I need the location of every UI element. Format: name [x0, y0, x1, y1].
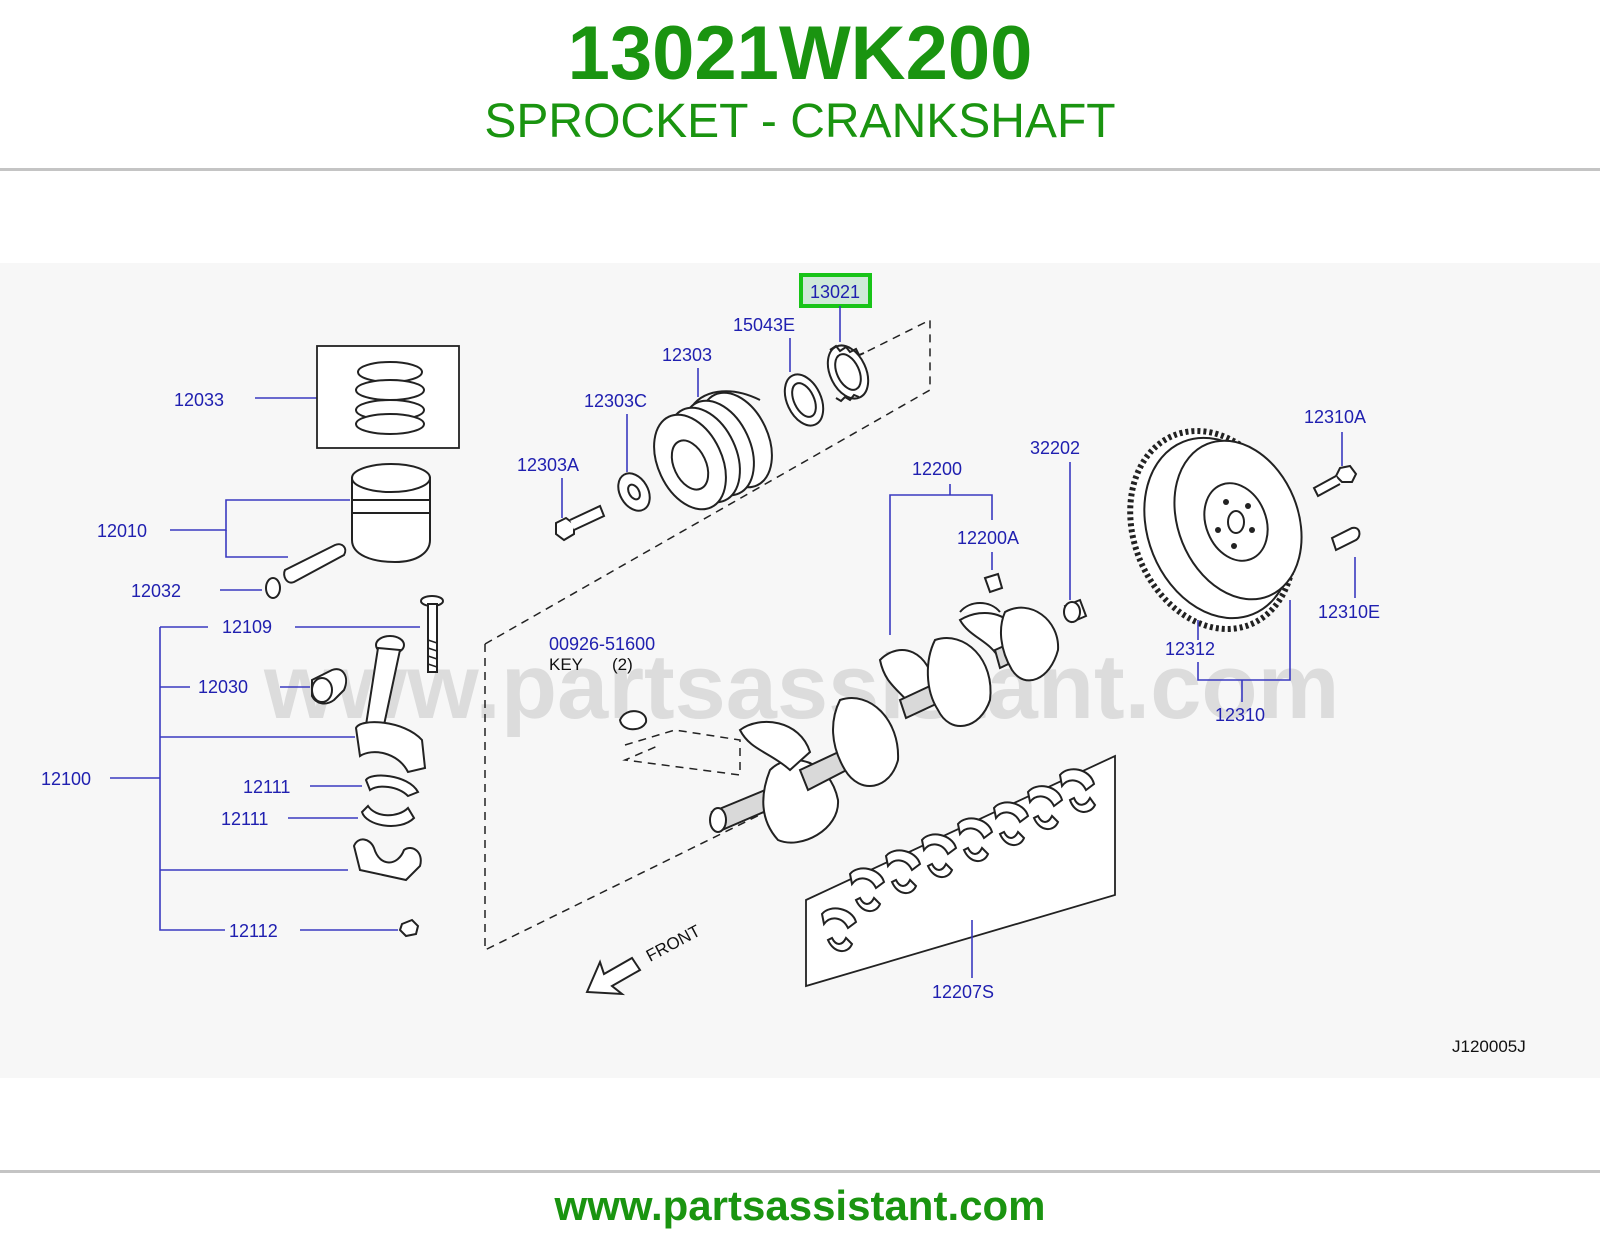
callout-label: 12312 — [1165, 639, 1215, 659]
callout-label: 12111 — [243, 777, 290, 797]
callout-label: 13021 — [810, 282, 860, 302]
main-bearing-set-part — [805, 754, 1116, 988]
callout-00926[interactable]: 00926-51600 KEY (2) — [549, 634, 655, 674]
washer-part — [617, 472, 651, 512]
crank-pulley-part — [653, 390, 773, 511]
spacer-ring-part — [783, 373, 825, 427]
callout-12032[interactable]: 12032 — [131, 581, 262, 601]
callout-12111b[interactable]: 12111 — [221, 809, 358, 829]
pilot-bushing-part — [983, 572, 1004, 594]
callout-12111a[interactable]: 12111 — [243, 777, 362, 797]
footer-website-link[interactable]: www.partsassistant.com — [554, 1182, 1046, 1229]
bracket-line — [1197, 600, 1291, 681]
watermark-text: www.partsassistant.com — [263, 636, 1339, 738]
leader-line-pin — [225, 530, 288, 558]
callout-12033[interactable]: 12033 — [174, 390, 318, 410]
callout-label: 12010 — [97, 521, 147, 541]
callout-12200[interactable]: 12200 — [889, 459, 993, 635]
assembly-dashed-outline — [484, 644, 791, 952]
highlight-box — [799, 273, 872, 308]
callout-label: 12303C — [584, 391, 647, 411]
callout-label: 12032 — [131, 581, 181, 601]
callout-label: 12303A — [517, 455, 579, 475]
callout-13021[interactable]: 13021 — [799, 273, 872, 342]
front-label: FRONT — [643, 921, 704, 965]
callout-label: 12100 — [41, 769, 91, 789]
part-name-subtitle: SPROCKET - CRANKSHAFT — [484, 95, 1116, 148]
upper-bearing-part — [364, 774, 420, 798]
part-number-title: 13021WK200 — [567, 11, 1033, 96]
sprocket-part — [826, 344, 870, 403]
key-quantity: (2) — [612, 655, 633, 674]
lower-bearing-part — [360, 804, 416, 827]
callout-label: 12207S — [932, 982, 994, 1002]
bracket-line — [889, 494, 993, 635]
rod-bushing-part — [311, 668, 348, 705]
callout-32202[interactable]: 32202 — [1030, 438, 1080, 600]
rod-nut-part — [398, 918, 420, 938]
callout-12100[interactable]: 12100 — [41, 626, 355, 931]
flywheel-part — [1127, 428, 1303, 632]
callout-label: 12303 — [662, 345, 712, 365]
front-arrow-icon — [585, 956, 642, 996]
callout-12030[interactable]: 12030 — [198, 677, 310, 697]
callout-12303A[interactable]: 12303A — [517, 455, 579, 518]
callout-12010[interactable]: 12010 — [97, 499, 350, 558]
drawing-code: J120005J — [1452, 1037, 1526, 1056]
callout-label: 12200A — [957, 528, 1019, 548]
callout-label: 15043E — [733, 315, 795, 335]
callout-label: 12109 — [222, 617, 272, 637]
callout-label: 12033 — [174, 390, 224, 410]
callout-label: 12111 — [221, 809, 268, 829]
callout-label: 32202 — [1030, 438, 1080, 458]
bracket-line — [159, 627, 225, 931]
key-dashed-line — [622, 729, 741, 776]
callout-12112[interactable]: 12112 — [229, 921, 398, 941]
piston-part — [283, 463, 431, 584]
callout-15043E[interactable]: 15043E — [733, 315, 795, 372]
pulley-bolt-part — [555, 504, 606, 542]
callout-12109[interactable]: 12109 — [222, 617, 420, 637]
page-header: 13021WK200 SPROCKET - CRANKSHAFT — [0, 0, 1600, 170]
callout-label: 12200 — [912, 459, 962, 479]
pilot-bearing-part — [1063, 598, 1088, 624]
front-direction-indicator: FRONT — [585, 921, 704, 996]
footer-divider — [0, 1170, 1600, 1173]
callout-12310[interactable]: 12310 — [1197, 600, 1291, 725]
dowel-pin-part — [1330, 526, 1361, 552]
piston-rings-part — [316, 345, 460, 449]
callout-label: 12112 — [229, 921, 278, 941]
flywheel-bolt-part — [1312, 464, 1358, 498]
callout-label: 00926-51600 — [549, 634, 655, 654]
connecting-rod-part — [354, 635, 427, 774]
callout-label: 12310E — [1318, 602, 1380, 622]
callout-12303[interactable]: 12303 — [662, 345, 712, 397]
crankshaft-part — [709, 602, 1060, 844]
callout-label: 12310A — [1304, 407, 1366, 427]
snap-ring-part — [265, 577, 281, 599]
callout-label: 12310 — [1215, 705, 1265, 725]
key-label: KEY — [549, 655, 583, 674]
front-assembly-dashed-line — [484, 318, 931, 645]
rod-bolt-part — [420, 595, 444, 673]
callout-12200A[interactable]: 12200A — [957, 528, 1019, 570]
callout-12312[interactable]: 12312 — [1165, 620, 1215, 659]
header-divider — [0, 168, 1600, 171]
callout-12303C[interactable]: 12303C — [584, 391, 647, 472]
leader-line — [170, 499, 350, 531]
callout-12310A[interactable]: 12310A — [1304, 407, 1366, 466]
callout-label: 12030 — [198, 677, 248, 697]
callout-12310E[interactable]: 12310E — [1318, 557, 1380, 622]
woodruff-key-part — [618, 710, 648, 731]
rod-cap-part — [352, 838, 422, 882]
callout-12207S[interactable]: 12207S — [932, 920, 994, 1002]
